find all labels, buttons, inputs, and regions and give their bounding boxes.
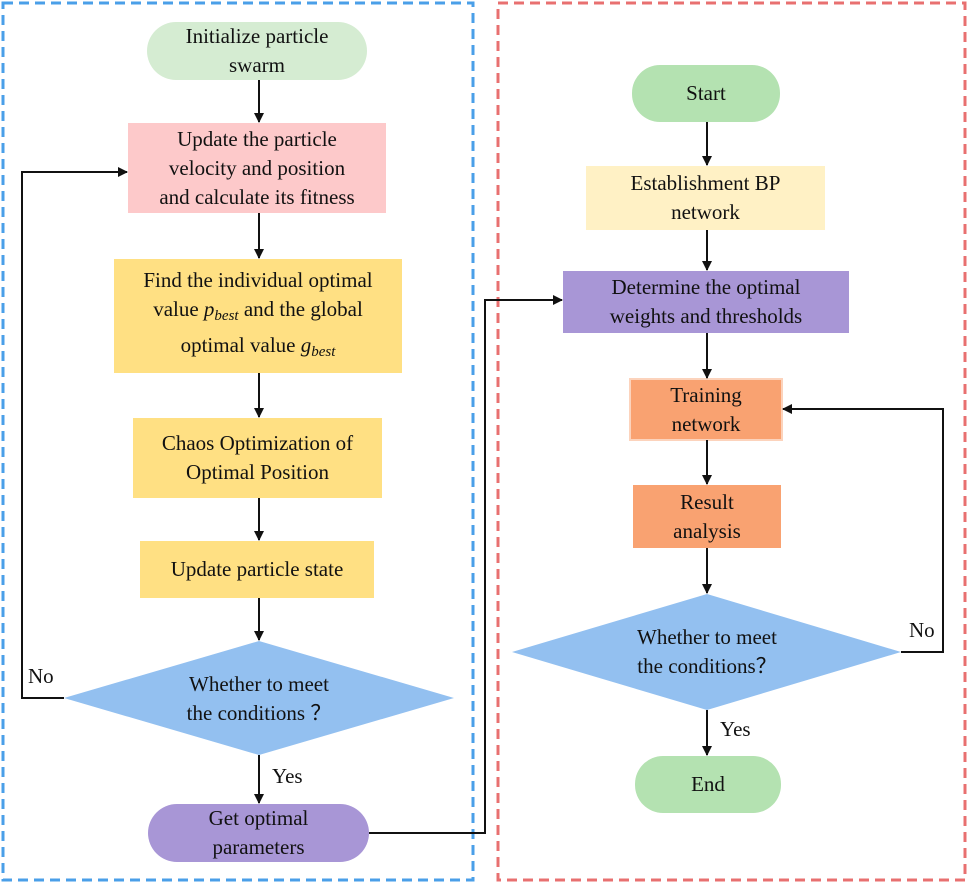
find-line3-prefix: optimal value [180, 332, 301, 357]
left-condition-label: Whether to meet the conditions ？ [138, 670, 380, 728]
establish-bp-line2: network [671, 200, 740, 224]
right-condition-label: Whether to meet the conditions？ [586, 623, 828, 681]
training-network-label: Training network [630, 379, 782, 440]
find-optimal-line2: value pbest and the global [153, 295, 363, 331]
result-line1: Result [680, 489, 734, 514]
p-subscript: best [214, 307, 239, 324]
left-condition-line1: Whether to meet [189, 672, 329, 696]
initialize-swarm-line1: Initialize particle [185, 24, 329, 48]
end-label: End [691, 772, 725, 796]
right-yes-label: Yes [720, 717, 751, 741]
update-state-node [140, 541, 374, 598]
chaos-optimization-node [133, 418, 382, 498]
right-condition-diamond [512, 594, 901, 710]
result-line2: analysis [673, 518, 741, 543]
update-velocity-label: Update the particle velocity and positio… [128, 123, 386, 213]
arrow-no-loop-right [782, 404, 944, 653]
find-line2-suffix: and the global [238, 296, 363, 321]
initialize-swarm-label: Initialize particle swarm [147, 22, 367, 80]
get-parameters-node [148, 804, 369, 862]
determine-weights-line1: Determine the optimal [611, 275, 801, 299]
update-velocity-line1: Update the particle [177, 126, 337, 151]
establish-bp-node [586, 166, 825, 230]
get-parameters-label: Get optimal parameters [148, 804, 369, 862]
find-optimal-label: Find the individual optimal value pbest … [114, 259, 402, 373]
left-no-label: No [28, 664, 54, 688]
get-parameters-line2: parameters [212, 835, 305, 859]
determine-weights-node [563, 271, 849, 333]
end-node [635, 756, 781, 813]
update-velocity-line2: velocity and position [168, 155, 346, 180]
result-analysis-label: Result analysis [633, 485, 781, 548]
find-optimal-line3: optimal value gbest [181, 331, 336, 367]
left-condition-line2: the conditions ？ [186, 701, 332, 725]
right-condition-line2: the conditions？ [637, 654, 777, 678]
chaos-optimization-label: Chaos Optimization of Optimal Position [133, 418, 382, 498]
arrow-no-loop-left [21, 167, 128, 699]
right-no-label: No [909, 618, 935, 642]
right-panel-border [496, 1, 967, 882]
arrow-cross-to-determine [369, 295, 563, 834]
update-state-label: Update particle state [170, 557, 344, 581]
training-line2: network [671, 411, 741, 436]
get-parameters-line1: Get optimal [208, 806, 309, 830]
right-condition-line1: Whether to meet [637, 625, 777, 649]
start-label: Start [686, 81, 726, 105]
p-symbol: p [203, 296, 215, 321]
start-node [632, 65, 780, 122]
find-line2-prefix: value [153, 296, 204, 321]
determine-weights-label: Determine the optimal weights and thresh… [563, 271, 849, 333]
chaos-line2: Optimal Position [186, 460, 329, 484]
initialize-swarm-line2: swarm [229, 53, 285, 77]
g-subscript: best [311, 343, 336, 360]
left-condition-diamond [64, 641, 454, 755]
update-velocity-line3: and calculate its fitness [159, 184, 355, 209]
establish-bp-label: Establishment BP network [586, 166, 825, 230]
g-symbol: g [300, 332, 312, 357]
find-optimal-line1: Find the individual optimal [143, 267, 373, 292]
training-line1: Training [670, 382, 742, 407]
determine-weights-line2: weights and thresholds [609, 304, 803, 328]
training-network-node [629, 378, 783, 441]
left-yes-label: Yes [272, 764, 303, 788]
chaos-line1: Chaos Optimization of [161, 431, 354, 455]
initialize-swarm-node [147, 22, 367, 80]
find-optimal-node [114, 259, 402, 373]
update-velocity-node [128, 123, 386, 213]
establish-bp-line1: Establishment BP [630, 171, 781, 195]
result-analysis-node [633, 485, 781, 548]
